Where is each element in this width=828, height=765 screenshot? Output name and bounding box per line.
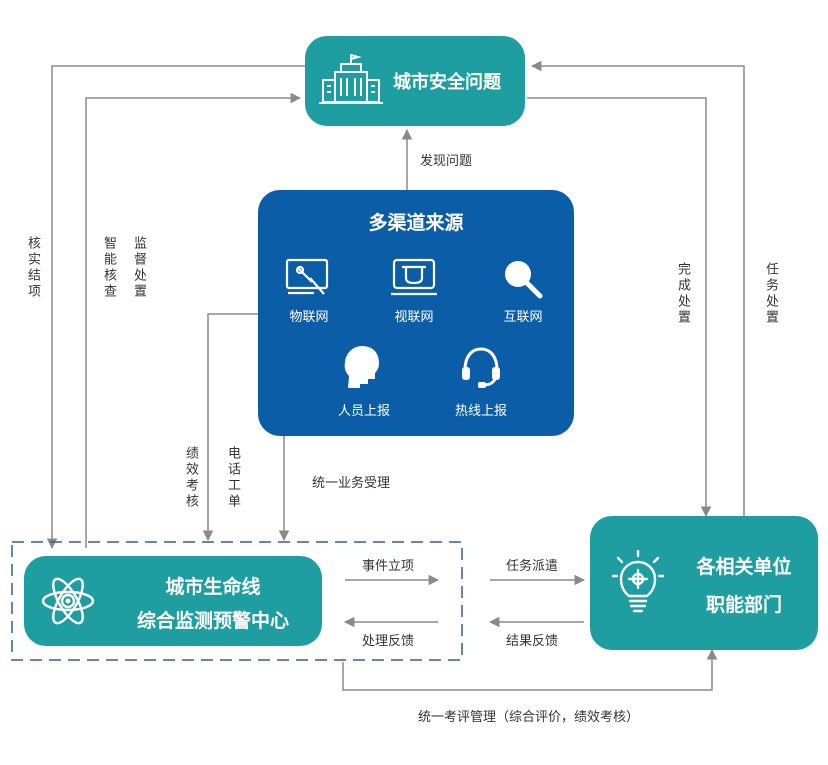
person-icon [344,346,379,388]
arrow-evaluation [342,648,718,691]
depts-title-line2: 职能部门 [705,594,782,616]
channel-staff-label: 人员上报 [337,404,390,419]
iot-touchscreen-icon [285,258,329,295]
video-monitor-icon [391,258,437,296]
node-sources: 多渠道来源 物联网 视联网 互联网 [258,190,574,436]
node-departments: 各相关单位 职能部门 [590,516,818,650]
atom-icon [41,577,95,625]
arrow-complete [527,97,712,518]
label-dispatch: 任务派遣 [506,559,559,574]
node-monitoring-center: 城市生命线 综合监测预警中心 [24,556,322,646]
label-unified-accept: 统一业务受理 [312,476,391,491]
center-title-line2: 综合监测预警中心 [136,610,289,632]
label-result-feedback: 结果反馈 [506,634,559,649]
label-event-setup: 事件立项 [362,559,415,574]
lightbulb-icon [612,550,664,613]
label-discover: 发现问题 [420,154,473,169]
channel-hotline-label: 热线上报 [454,404,507,419]
label-complete: 完成处置 [675,262,690,326]
channel-internet-label: 互联网 [503,310,543,325]
node-city-safety-label: 城市安全问题 [393,72,501,93]
label-evaluation: 统一考评管理（综合评价，绩效考核） [418,710,640,725]
headset-icon [462,347,500,388]
label-performance: 绩效考核 [183,446,198,510]
label-feedback: 处理反馈 [362,634,415,649]
center-title-line1: 城市生命线 [165,576,261,598]
channel-video-label: 视联网 [394,310,434,325]
label-phone-order: 电话工单 [225,446,240,510]
arrow-verify-close [46,65,306,550]
magnifier-icon [505,261,543,299]
label-supervise: 监督处置 [131,236,146,300]
label-verify-close: 核实结项 [25,236,40,300]
node-sources-title: 多渠道来源 [368,212,464,234]
label-smart-check: 智能核查 [101,236,116,300]
arrow-task-handle [530,60,745,516]
arrow-smart-check [85,92,302,548]
depts-title-line1: 各相关单位 [696,556,792,578]
arrow-performance [202,313,258,542]
building-icon [319,54,383,104]
node-city-safety: 城市安全问题 [305,36,525,126]
label-task-handle: 任务处置 [763,262,778,326]
channel-iot-label: 物联网 [289,310,329,325]
